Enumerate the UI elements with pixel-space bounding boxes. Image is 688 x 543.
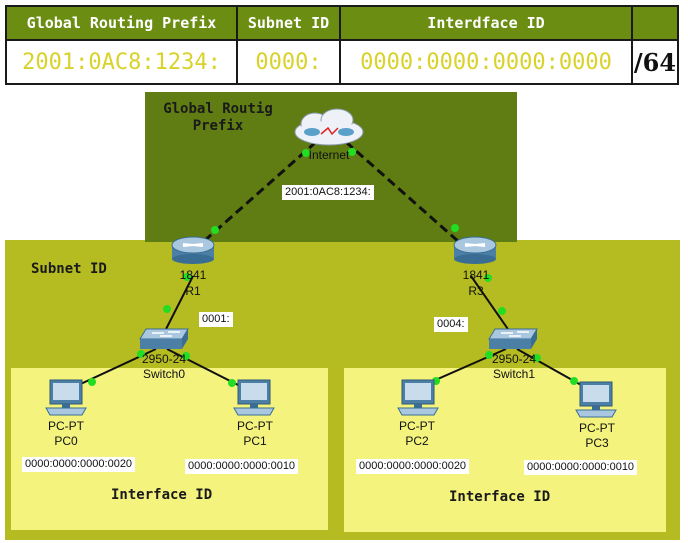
switch-icon bbox=[139, 328, 189, 349]
cloud-icon bbox=[294, 108, 364, 146]
internet-cloud[interactable] bbox=[292, 108, 366, 152]
value-subnet-id: 0000: bbox=[238, 41, 341, 83]
switch1-model: 2950-24 bbox=[491, 352, 537, 366]
link-dot bbox=[485, 351, 493, 359]
router-icon bbox=[171, 236, 215, 264]
link-dot bbox=[182, 352, 190, 360]
wan-prefix-label: 2001:0AC8:1234: bbox=[282, 185, 374, 200]
link-dot bbox=[228, 379, 236, 387]
value-prefix-length: /64 bbox=[633, 41, 677, 83]
link-dot bbox=[451, 224, 459, 232]
lan-left-subnet-label: 0001: bbox=[199, 312, 233, 327]
pc-icon bbox=[575, 381, 617, 418]
address-structure-table: Global Routing Prefix Subnet ID Interdfa… bbox=[5, 5, 679, 85]
r3-name: R3 bbox=[468, 284, 484, 298]
link-dot bbox=[163, 305, 171, 313]
global-prefix-zone-label: Global Routig Prefix bbox=[163, 101, 273, 134]
pc1-name: PC1 bbox=[243, 434, 267, 448]
header-prefix-length bbox=[633, 7, 677, 41]
subnet-zone-label: Subnet ID bbox=[31, 261, 107, 277]
pc3-type: PC-PT bbox=[579, 421, 615, 435]
header-global-routing-prefix: Global Routing Prefix bbox=[7, 7, 238, 41]
link-dot bbox=[88, 378, 96, 386]
link-dot bbox=[302, 149, 310, 157]
r3-model: 1841 bbox=[462, 268, 490, 282]
link-dot bbox=[183, 273, 191, 281]
link-r1-switch0 bbox=[162, 275, 194, 336]
pc0-name: PC0 bbox=[54, 434, 78, 448]
value-global-routing-prefix: 2001:0AC8:1234: bbox=[7, 41, 238, 83]
r1-name: R1 bbox=[185, 284, 201, 298]
switch1-name: Switch1 bbox=[492, 367, 536, 381]
link-dot bbox=[533, 354, 541, 362]
switch0[interactable] bbox=[138, 325, 190, 357]
pc2-type: PC-PT bbox=[399, 419, 435, 433]
pc2[interactable] bbox=[396, 378, 440, 422]
link-dot bbox=[211, 226, 219, 234]
link-dot bbox=[498, 307, 506, 315]
switch0-model: 2950-24 bbox=[141, 352, 187, 366]
link-switch1-pc3 bbox=[516, 348, 591, 391]
link-dot bbox=[484, 274, 492, 282]
switch1[interactable] bbox=[487, 325, 539, 357]
pc1-interface-id: 0000:0000:0000:0010 bbox=[185, 459, 299, 474]
pc-icon bbox=[233, 379, 275, 416]
switch0-name: Switch0 bbox=[142, 367, 186, 381]
interface-zone-right-label: Interface ID bbox=[449, 489, 551, 505]
pc3[interactable] bbox=[574, 380, 618, 424]
header-subnet-id: Subnet ID bbox=[238, 7, 341, 41]
pc1[interactable] bbox=[232, 378, 276, 422]
pc0-interface-id: 0000:0000:0000:0020 bbox=[22, 457, 136, 472]
internet-label: Internet bbox=[308, 148, 350, 162]
link-r3-switch1 bbox=[470, 275, 513, 336]
router-icon bbox=[453, 236, 497, 264]
r1-model: 1841 bbox=[179, 268, 207, 282]
switch-icon bbox=[488, 328, 538, 349]
link-dot bbox=[348, 148, 356, 156]
pc0[interactable] bbox=[44, 378, 88, 422]
pc-icon bbox=[397, 379, 439, 416]
pc0-type: PC-PT bbox=[48, 419, 84, 433]
link-dot bbox=[570, 377, 578, 385]
pc2-name: PC2 bbox=[405, 434, 429, 448]
value-interface-id: 0000:0000:0000:0000 bbox=[341, 41, 633, 83]
interface-zone-left-label: Interface ID bbox=[111, 487, 213, 503]
pc-icon bbox=[45, 379, 87, 416]
header-interface-id: Interdface ID bbox=[341, 7, 633, 41]
pc3-interface-id: 0000:0000:0000:0010 bbox=[524, 460, 638, 475]
router-r1[interactable] bbox=[170, 235, 216, 269]
link-dot bbox=[137, 350, 145, 358]
router-r3[interactable] bbox=[452, 235, 498, 269]
pc2-interface-id: 0000:0000:0000:0020 bbox=[356, 459, 470, 474]
pc1-type: PC-PT bbox=[237, 419, 273, 433]
pc3-name: PC3 bbox=[585, 436, 609, 450]
lan-right-subnet-label: 0004: bbox=[434, 317, 468, 332]
